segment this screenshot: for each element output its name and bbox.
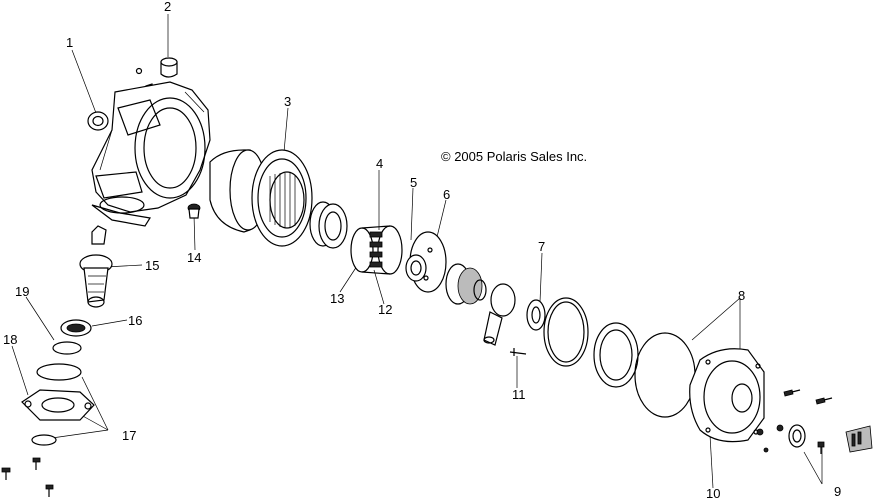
gearcase-cover-10 [689, 348, 765, 443]
o-ring-19 [52, 341, 82, 355]
pinion-cover-bolts [1, 457, 54, 497]
ring-gear-3 [209, 149, 313, 247]
callout-13: 13 [330, 291, 345, 306]
hub-5 [405, 254, 427, 282]
o-ring-8 [634, 332, 696, 418]
output-hub [445, 263, 487, 305]
callout-12: 12 [378, 302, 393, 317]
o-ring-17a [36, 363, 82, 381]
callout-11: 11 [512, 387, 526, 402]
roll-cage-4 [350, 225, 403, 275]
bearing-7 [526, 299, 546, 331]
callout-4: 4 [376, 156, 384, 171]
callout-7: 7 [538, 239, 546, 254]
copyright-notice: © 2005 Polaris Sales Inc. [441, 149, 588, 164]
cover-bolts-9 [756, 389, 873, 454]
callout-14: 14 [187, 250, 202, 265]
callout-3: 3 [284, 94, 292, 109]
o-ring-17b [31, 434, 57, 446]
callout-1: 1 [66, 35, 74, 50]
thrust-washer [593, 322, 639, 388]
seal-16 [60, 319, 92, 337]
callout-17: 17 [122, 428, 137, 443]
pinion-gear-15 [79, 225, 113, 308]
callout-10: 10 [706, 486, 721, 500]
gearcase-housing [91, 81, 211, 227]
pin-11 [509, 348, 527, 356]
callout-2: 2 [164, 0, 172, 14]
callout-19: 19 [15, 284, 30, 299]
pinion-cover-18 [21, 389, 95, 421]
snap-ring [543, 297, 589, 367]
seal-1 [87, 111, 109, 131]
callout-5: 5 [410, 175, 418, 190]
callout-8: 8 [738, 288, 746, 303]
callout-6: 6 [443, 187, 451, 202]
callout-15: 15 [145, 258, 160, 273]
callout-16: 16 [128, 313, 143, 328]
fitting-14 [187, 203, 201, 219]
shaft [483, 283, 516, 346]
callout-9: 9 [834, 484, 842, 499]
callout-18: 18 [3, 332, 18, 347]
bearing [309, 201, 348, 249]
